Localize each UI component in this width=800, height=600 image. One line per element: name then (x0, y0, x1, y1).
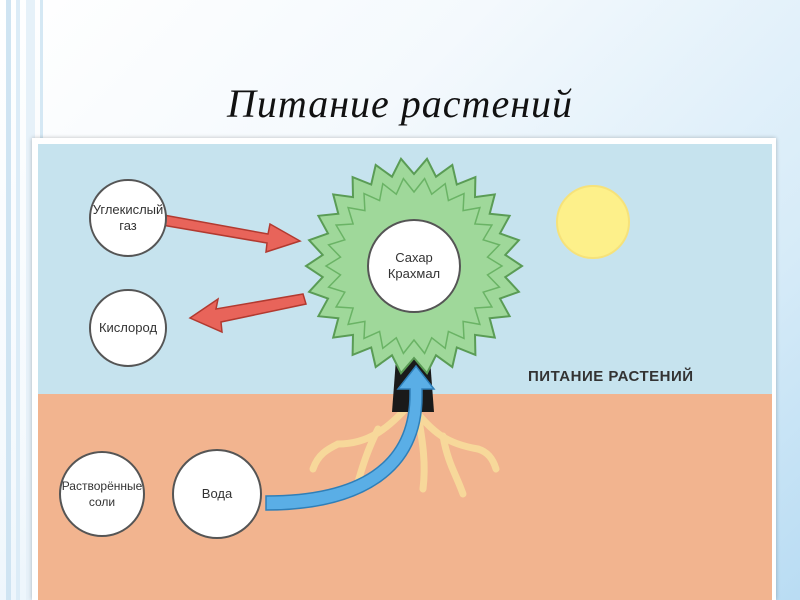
oxygen-label: Кислород (98, 320, 158, 335)
sun (556, 185, 630, 259)
sugar-starch-label: Сахар Крахмал (387, 250, 441, 281)
soil (38, 394, 772, 600)
water-label: Вода (201, 486, 233, 501)
water-arrow (265, 364, 436, 511)
diagram-caption: ПИТАНИЕ РАСТЕНИЙ (528, 368, 694, 385)
carbon-dioxide-arrow (155, 213, 302, 254)
sugar-starch-node (367, 219, 461, 313)
tree-crown-inner (324, 177, 504, 355)
dissolved-salts-node (59, 451, 145, 537)
oxygen-node (89, 289, 167, 367)
plant-nutrition-diagram: Углекислый газ Кислород Сахар Крахмал Ра… (38, 144, 772, 600)
slide-title: Питание растений (226, 81, 574, 126)
dissolved-salts-label: Растворённые соли (61, 479, 143, 509)
carbon-dioxide-node (89, 179, 167, 257)
oxygen-arrow (188, 293, 307, 334)
water-node (172, 449, 262, 539)
roots (309, 400, 500, 498)
carbon-dioxide-label: Углекислый газ (92, 202, 164, 233)
